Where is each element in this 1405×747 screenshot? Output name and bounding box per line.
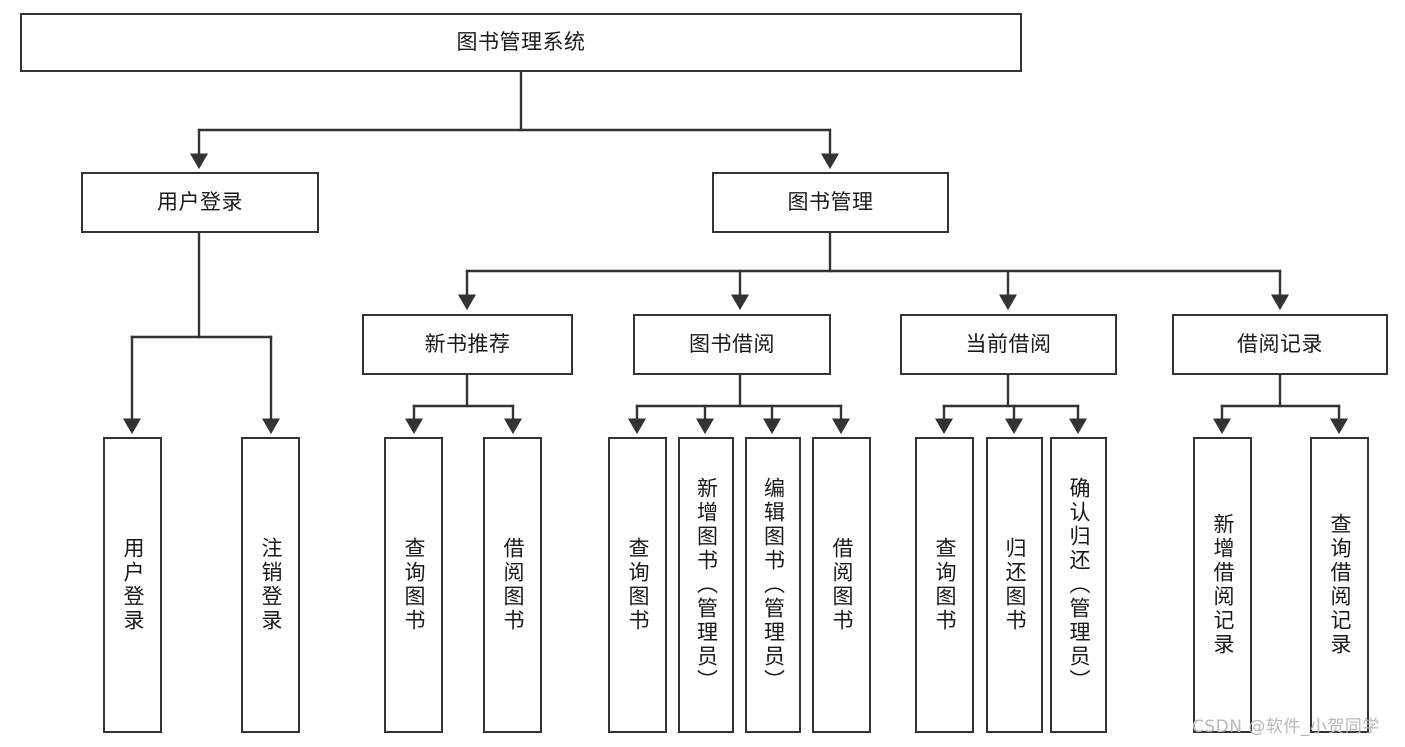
- node-leaf-query-book-3-label: 查询图书: [933, 537, 957, 633]
- node-leaf-logout-login[interactable]: 注销登录: [241, 437, 300, 733]
- node-leaf-add-book[interactable]: 新增图书（管理员）: [678, 437, 734, 733]
- node-book-borrow[interactable]: 图书借阅: [633, 314, 831, 375]
- node-user-login[interactable]: 用户登录: [81, 172, 319, 233]
- node-leaf-return-book-label: 归还图书: [1003, 537, 1027, 633]
- node-leaf-query-book-1-label: 查询图书: [402, 537, 426, 633]
- node-new-book-recommend[interactable]: 新书推荐: [362, 314, 573, 375]
- node-leaf-confirm-return-label: 确认归还（管理员）: [1067, 477, 1091, 693]
- node-current-borrow[interactable]: 当前借阅: [900, 314, 1117, 375]
- node-leaf-confirm-return[interactable]: 确认归还（管理员）: [1050, 437, 1107, 733]
- node-leaf-query-book-1[interactable]: 查询图书: [384, 437, 443, 733]
- node-root[interactable]: 图书管理系统: [20, 13, 1022, 72]
- node-leaf-edit-book-label: 编辑图书（管理员）: [761, 477, 786, 693]
- node-leaf-add-record[interactable]: 新增借阅记录: [1193, 437, 1252, 733]
- node-book-management[interactable]: 图书管理: [712, 172, 949, 233]
- watermark: CSDN @软件_小贺同学: [1192, 717, 1380, 737]
- node-current-borrow-label: 当前借阅: [965, 332, 1052, 357]
- node-leaf-user-login-label: 用户登录: [121, 537, 145, 633]
- node-borrow-record-label: 借阅记录: [1237, 332, 1323, 357]
- node-leaf-borrow-book-1-label: 借阅图书: [501, 537, 525, 633]
- node-book-management-label: 图书管理: [787, 190, 874, 215]
- node-leaf-borrow-book-1[interactable]: 借阅图书: [483, 437, 542, 733]
- node-leaf-query-book-2[interactable]: 查询图书: [608, 437, 667, 733]
- node-leaf-borrow-book-2-label: 借阅图书: [830, 537, 854, 633]
- node-root-label: 图书管理系统: [456, 30, 586, 55]
- node-leaf-query-record-label: 查询借阅记录: [1328, 513, 1352, 657]
- node-leaf-add-book-label: 新增图书（管理员）: [694, 477, 719, 693]
- node-leaf-query-book-3[interactable]: 查询图书: [915, 437, 974, 733]
- node-book-borrow-label: 图书借阅: [689, 332, 775, 357]
- node-leaf-return-book[interactable]: 归还图书: [986, 437, 1043, 733]
- node-leaf-query-record[interactable]: 查询借阅记录: [1310, 437, 1369, 733]
- node-user-login-label: 用户登录: [157, 190, 243, 215]
- node-leaf-query-book-2-label: 查询图书: [626, 537, 650, 633]
- node-leaf-add-record-label: 新增借阅记录: [1211, 513, 1235, 657]
- node-leaf-borrow-book-2[interactable]: 借阅图书: [812, 437, 871, 733]
- node-new-book-recommend-label: 新书推荐: [424, 332, 511, 357]
- node-leaf-user-login[interactable]: 用户登录: [103, 437, 162, 733]
- node-leaf-logout-login-label: 注销登录: [259, 537, 283, 633]
- node-borrow-record[interactable]: 借阅记录: [1172, 314, 1388, 375]
- node-leaf-edit-book[interactable]: 编辑图书（管理员）: [745, 437, 801, 733]
